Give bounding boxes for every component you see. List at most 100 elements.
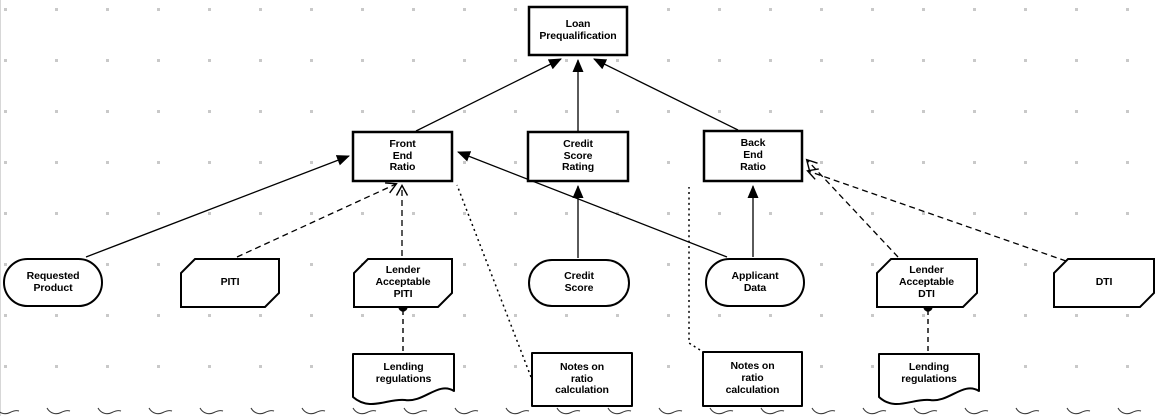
grid-dot [1075,314,1078,317]
edge-notes-on-ratio-calculation-to-back-end-ratio[interactable] [688,187,701,351]
grid-dot [310,212,313,215]
edge-piti-to-front-end-ratio[interactable] [236,182,398,258]
bottom-wave-mark [964,407,989,415]
grid-dot [514,263,517,266]
edge-lender-acceptable-dti-to-back-end-ratio[interactable] [805,158,899,258]
grid-dot [310,161,313,164]
grid-dot [514,59,517,62]
lending-regulations-left-knowledge-source-shape[interactable] [352,353,455,406]
grid-dot [922,161,925,164]
grid-dot [157,59,160,62]
grid-dot [820,212,823,215]
edge-front-end-ratio-to-loan-prequalification[interactable] [415,58,562,132]
grid-dot [973,110,976,113]
grid-dot [820,314,823,317]
grid-dot [55,161,58,164]
grid-dot [1075,365,1078,368]
grid-dot [973,59,976,62]
grid-dot [616,212,619,215]
grid-dot [565,212,568,215]
requested-product-input-shape[interactable] [3,258,103,307]
grid-dot [769,59,772,62]
grid-dot [106,365,109,368]
grid-dot [871,212,874,215]
grid-dot [871,314,874,317]
grid-dot [820,263,823,266]
bottom-wave-mark [454,407,479,415]
grid-dot [820,161,823,164]
grid-dot [1126,365,1129,368]
bottom-wave-mark [760,407,785,415]
grid-dot [4,110,7,113]
front-end-ratio-decision-shape[interactable] [351,130,454,183]
grid-dot [4,212,7,215]
dti-bkm-shape[interactable] [1053,258,1155,308]
bottom-wave-mark [1117,407,1142,415]
grid-dot [1075,212,1078,215]
bottom-wave-mark [199,407,224,415]
grid-dot [565,59,568,62]
lender-acceptable-piti-bkm-shape[interactable] [353,258,453,308]
grid-dot [259,212,262,215]
bottom-wave-mark [862,407,887,415]
grid-dot [361,314,364,317]
edge-requested-product-to-front-end-ratio[interactable] [85,155,350,258]
grid-dot [871,161,874,164]
lending-regulations-right-knowledge-source-shape[interactable] [878,353,980,406]
grid-dot [310,110,313,113]
grid-dot [208,161,211,164]
grid-dot [310,365,313,368]
credit-score-rating-decision-shape[interactable] [526,130,630,183]
grid-dot [463,212,466,215]
grid-dot [361,110,364,113]
grid-dot [208,365,211,368]
piti-bkm-shape[interactable] [180,258,280,308]
grid-dot [973,8,976,11]
grid-dot [718,110,721,113]
bottom-wave-mark [97,407,122,415]
grid-dot [769,110,772,113]
loan-prequalification-decision-shape[interactable] [527,5,629,57]
grid-dot [208,314,211,317]
grid-dot [973,314,976,317]
grid-dot [667,8,670,11]
grid-dot [463,263,466,266]
grid-dot [1024,110,1027,113]
bottom-wave-mark [46,407,71,415]
grid-dot [310,59,313,62]
grid-dot [922,110,925,113]
grid-dot [514,8,517,11]
bottom-wave-mark [505,407,530,415]
credit-score-input-shape[interactable] [528,259,630,307]
edge-notes-on-ratio-calculation-to-front-end-ratio[interactable] [456,184,532,378]
grid-dot [871,59,874,62]
grid-dot [4,8,7,11]
grid-dot [1024,314,1027,317]
grid-dot [259,8,262,11]
edge-back-end-ratio-to-loan-prequalification[interactable] [593,58,739,131]
lender-acceptable-dti-bkm-shape[interactable] [876,258,978,308]
grid-dot [412,212,415,215]
grid-dot [55,110,58,113]
grid-dot [820,8,823,11]
grid-dot [667,59,670,62]
edge-dti-to-back-end-ratio[interactable] [806,168,1067,262]
grid-dot [463,314,466,317]
bottom-wave-mark [1015,407,1040,415]
back-end-ratio-decision-shape[interactable] [702,129,804,183]
notes-on-ratio-calculation-right-knowledge-source-shape[interactable] [702,351,803,407]
edge-applicant-data-to-front-end-ratio[interactable] [457,151,728,258]
grid-dot [820,110,823,113]
grid-dot [157,365,160,368]
notes-on-ratio-calculation-left-knowledge-source-shape[interactable] [531,352,633,407]
grid-dot [208,8,211,11]
grid-dot [1024,212,1027,215]
grid-dot [1024,161,1027,164]
grid-dot [259,365,262,368]
bottom-wave-mark [0,410,20,415]
edges [85,58,1067,378]
grid-dot [1126,212,1129,215]
applicant-data-input-shape[interactable] [705,258,805,307]
grid-dot [157,314,160,317]
